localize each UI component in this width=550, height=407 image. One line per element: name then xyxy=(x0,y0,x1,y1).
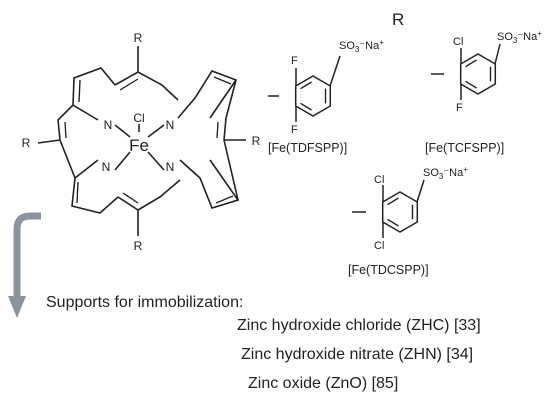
substituent-structure-tdcspp: Cl Cl SO3⁻Na+ xyxy=(352,165,468,252)
porphyrin-labels: R R R R N N N N Cl Fe xyxy=(22,31,261,253)
support-item-zhn: Zinc hydroxide nitrate (ZHN) [34] xyxy=(241,346,474,363)
pyrrole-top-left xyxy=(72,67,116,121)
nitrogen-top-right: N xyxy=(166,118,175,132)
support-item-zno: Zinc oxide (ZnO) [85] xyxy=(248,375,399,392)
porphyrin-structure xyxy=(37,46,246,236)
substituent-r-right: R xyxy=(252,134,261,148)
pyrrole-bottom-left xyxy=(71,159,119,214)
metal-center-fe: Fe xyxy=(129,136,149,155)
sulfonate-group-2: SO3⁻Na+ xyxy=(497,29,542,45)
caption-tdcspp: [Fe(TDCSPP)] xyxy=(348,263,429,277)
supports-title: Supports for immobilization: xyxy=(46,294,244,311)
nitrogen-bottom-right: N xyxy=(166,160,175,174)
curved-arrow-icon xyxy=(8,212,41,318)
fluoro-bottom-label-2: F xyxy=(456,102,463,114)
fluoro-top-label: F xyxy=(291,55,298,67)
substituent-r-top: R xyxy=(134,31,143,45)
caption-tdfspp: [Fe(TDFSPP)] xyxy=(268,141,348,155)
sulfonate-group-1: SO3⁻Na+ xyxy=(339,38,384,54)
sulfonate-group-3: SO3⁻Na+ xyxy=(423,165,468,181)
substituent-structure-tcfspp: Cl F SO3⁻Na+ xyxy=(431,29,542,114)
chloro-top-label-3: Cl xyxy=(374,174,384,186)
pyrrole-top-right xyxy=(177,70,238,119)
substituent-r-heading: R xyxy=(392,10,405,29)
pyrrole-bottom-right xyxy=(179,159,240,209)
chloro-bottom-label-3: Cl xyxy=(374,240,384,252)
chloro-top-label: Cl xyxy=(453,36,463,48)
axial-ligand-cl: Cl xyxy=(133,111,144,125)
substituent-r-left: R xyxy=(22,136,31,150)
substituent-r-bottom: R xyxy=(134,239,143,253)
substituent-structure-tdfspp: F F SO3⁻Na+ xyxy=(268,38,384,136)
caption-tcfspp: [Fe(TCFSPP)] xyxy=(425,141,505,155)
nitrogen-top-left: N xyxy=(104,118,113,132)
support-item-zhc: Zinc hydroxide chloride (ZHC) [33] xyxy=(237,317,481,334)
fluoro-bottom-label: F xyxy=(291,124,298,136)
nitrogen-bottom-left: N xyxy=(102,160,111,174)
